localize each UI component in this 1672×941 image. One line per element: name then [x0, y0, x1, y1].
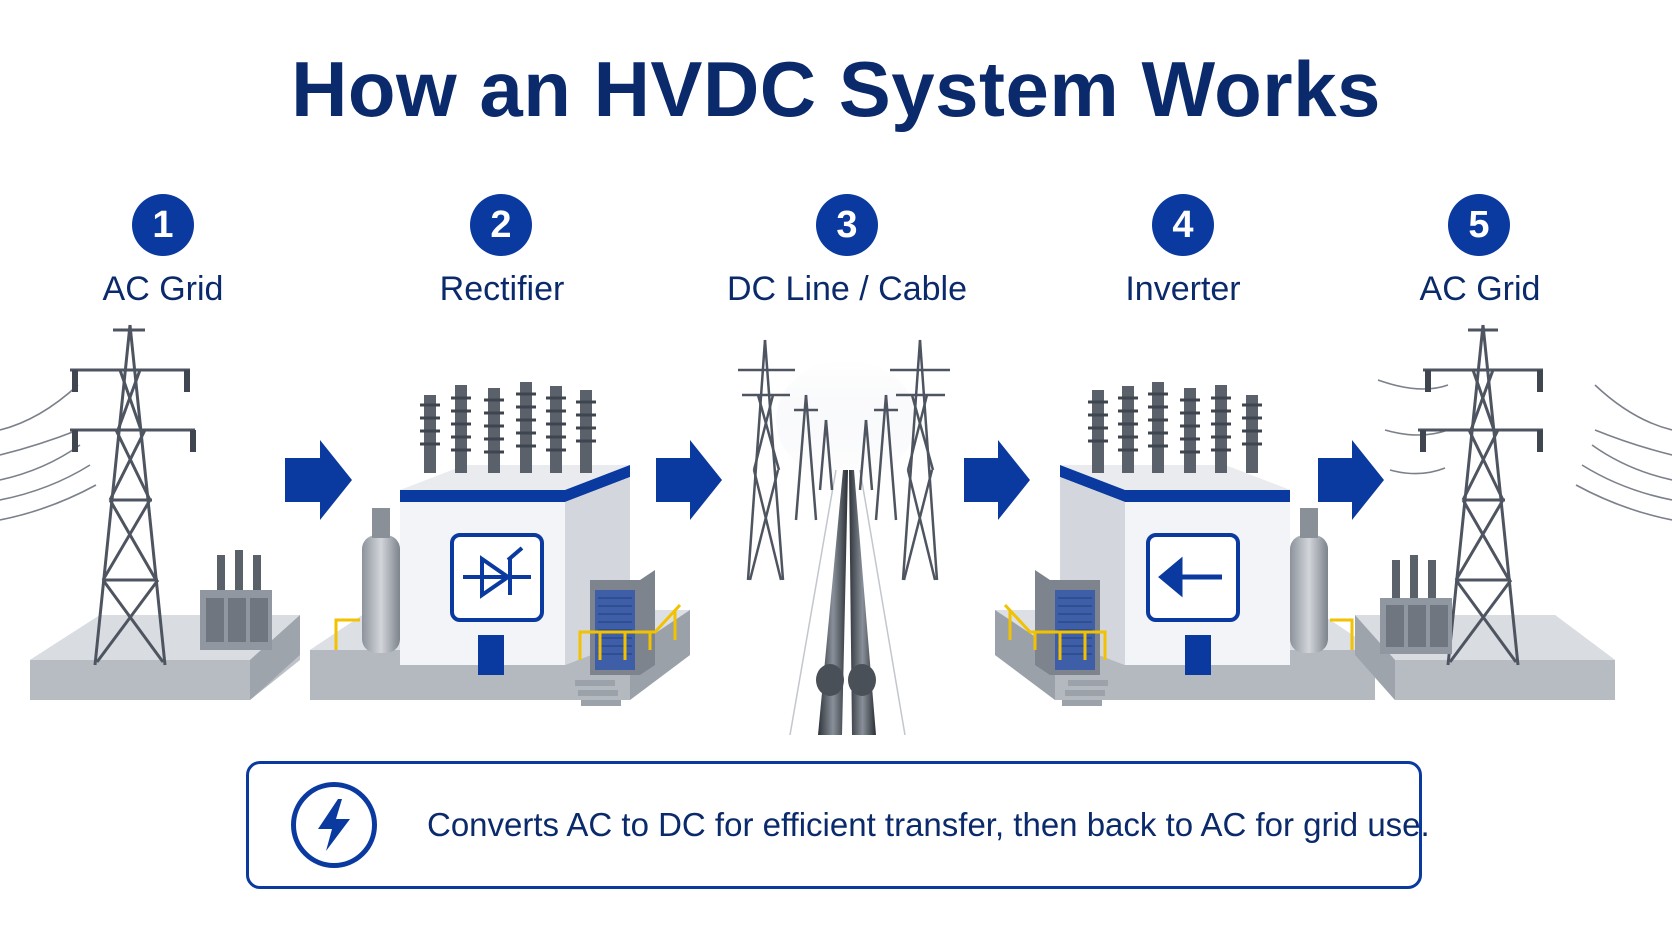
step-4-label: Inverter: [1125, 270, 1241, 308]
caption-box: Converts AC to DC for efficient transfer…: [246, 761, 1430, 889]
step-3-number: 3: [816, 194, 878, 256]
dc-line-cable-icon: [738, 339, 950, 736]
ac-grid-right-tower-icon: [1355, 324, 1672, 700]
step-5-label: AC Grid: [1419, 270, 1541, 308]
bushings: [420, 382, 596, 473]
arrow-1-icon: [285, 440, 352, 520]
ac-grid-left-tower-icon: [0, 324, 300, 700]
arrow-3-icon: [964, 440, 1030, 520]
step-5-number: 5: [1448, 194, 1510, 256]
arrow-4-icon: [1318, 440, 1384, 520]
step-4-number: 4: [1152, 194, 1214, 256]
step-3-label: DC Line / Cable: [726, 270, 967, 308]
step-1-number: 1: [132, 194, 194, 256]
step-2-label: Rectifier: [439, 270, 565, 308]
caption-text: Converts AC to DC for efficient transfer…: [427, 806, 1430, 843]
page-title: How an HVDC System Works: [291, 45, 1381, 133]
inverter-station-icon: [995, 382, 1375, 706]
arrow-2-icon: [656, 440, 722, 520]
step-2-number: 2: [470, 194, 532, 256]
lightning-bolt-icon: [291, 782, 377, 868]
step-1-label: AC Grid: [102, 270, 224, 308]
rectifier-station-icon: [310, 382, 690, 706]
